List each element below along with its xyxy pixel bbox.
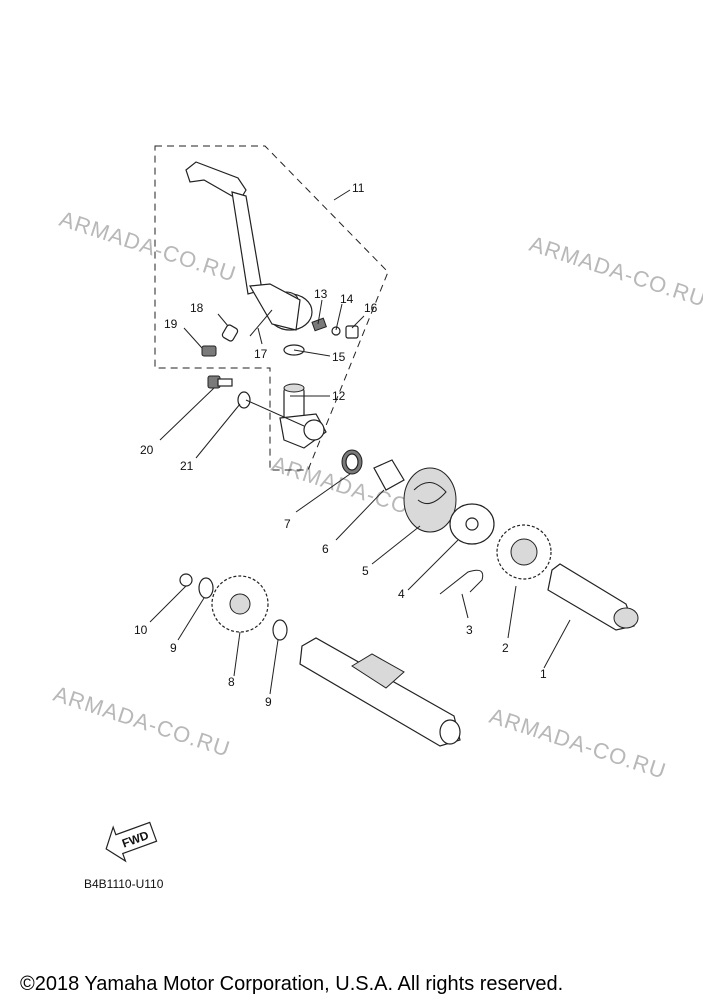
callout-7: 7 bbox=[284, 517, 291, 531]
kick-crank-lever bbox=[185, 161, 313, 331]
callout-6: 6 bbox=[322, 542, 329, 556]
callout-18: 18 bbox=[190, 301, 204, 315]
callout-numbers: 1 2 3 4 5 6 7 8 9 9 10 11 12 13 14 15 16… bbox=[134, 181, 547, 709]
diagram-code: B4B1110-U110 bbox=[84, 877, 164, 891]
copyright: ©2018 Yamaha Motor Corporation, U.S.A. A… bbox=[20, 973, 563, 995]
callout-16: 16 bbox=[364, 301, 378, 315]
callout-13: 13 bbox=[314, 287, 328, 301]
callout-3: 3 bbox=[466, 623, 473, 637]
callout-10: 10 bbox=[134, 623, 148, 637]
callout-14: 14 bbox=[340, 292, 354, 306]
kick-gear bbox=[496, 524, 552, 580]
callout-12: 12 bbox=[332, 389, 346, 403]
callout-8: 8 bbox=[228, 675, 235, 689]
watermark: ARMADA-CO.RU bbox=[50, 681, 233, 762]
small-parts bbox=[201, 309, 359, 357]
watermark: ARMADA-CO.RU bbox=[486, 703, 669, 784]
idle-gear-group bbox=[179, 573, 288, 641]
assembly-outline-11 bbox=[154, 145, 389, 471]
kick-axle bbox=[279, 383, 327, 449]
leader-lines bbox=[149, 189, 571, 695]
callout-17: 17 bbox=[254, 347, 268, 361]
callout-9a: 9 bbox=[170, 641, 177, 655]
callout-15: 15 bbox=[332, 350, 346, 364]
callout-1: 1 bbox=[540, 667, 547, 681]
watermark: ARMADA-CO.RU bbox=[526, 231, 703, 312]
bolt-washer bbox=[207, 375, 251, 409]
callout-9b: 9 bbox=[265, 695, 272, 709]
fwd-arrow-icon: FWD bbox=[105, 821, 158, 863]
callout-11: 11 bbox=[352, 181, 365, 195]
callout-5: 5 bbox=[362, 564, 369, 578]
watermark: ARMADA-CO.RU bbox=[56, 206, 239, 287]
kick-clip bbox=[439, 569, 484, 595]
callout-20: 20 bbox=[140, 443, 154, 457]
callout-2: 2 bbox=[502, 641, 509, 655]
callout-4: 4 bbox=[398, 587, 405, 601]
callout-19: 19 bbox=[164, 317, 178, 331]
callout-21: 21 bbox=[180, 459, 194, 473]
kick-shaft bbox=[547, 563, 639, 631]
spring-stack bbox=[341, 449, 495, 545]
main-shaft bbox=[299, 637, 461, 747]
